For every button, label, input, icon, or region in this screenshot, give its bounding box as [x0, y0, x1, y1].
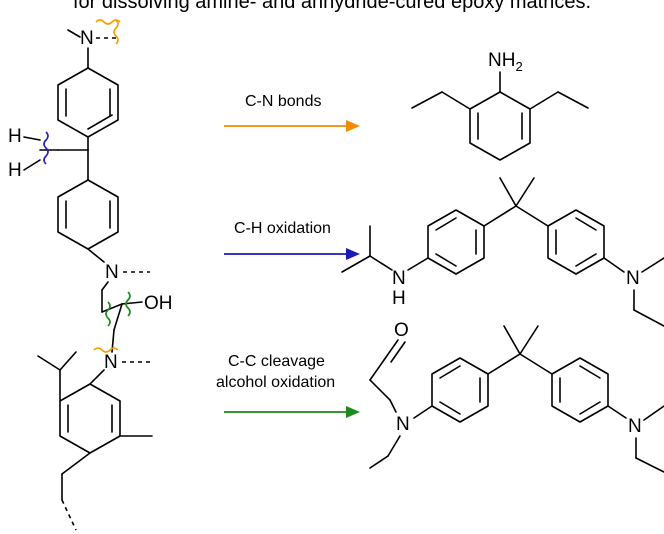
- bond: [37, 355, 61, 371]
- bond: [23, 159, 41, 171]
- bond: [529, 91, 559, 110]
- caption-text: for dissolving amine- and anhydride-cure…: [72, 0, 592, 13]
- atom-h-upper: H: [8, 126, 22, 147]
- reaction-arrow-cn: C-N bonds: [224, 93, 360, 132]
- bond: [633, 309, 664, 327]
- double-bond: [579, 365, 601, 379]
- cc-cleavage-mark: [105, 301, 111, 327]
- atom-n-bottom: N: [104, 352, 118, 373]
- atom-n-mid: N: [105, 262, 119, 283]
- bond: [369, 359, 385, 381]
- bond: [67, 29, 81, 38]
- dashed-bond: [61, 499, 77, 531]
- benzene-ring: [469, 91, 531, 161]
- product-aldehyde-bisphenol: O N N: [369, 320, 664, 473]
- bond: [607, 405, 627, 419]
- cn-cleavage-mark: [113, 19, 119, 45]
- arrow-head: [346, 120, 360, 132]
- arrow-head: [346, 248, 360, 260]
- benzene-ring-1: [57, 67, 119, 138]
- benzene-ring-3: [59, 383, 121, 454]
- atom-n: N: [396, 414, 410, 435]
- bond: [341, 255, 371, 273]
- arrow-head: [346, 406, 360, 418]
- bond: [383, 339, 399, 361]
- bond: [515, 205, 549, 227]
- bond: [113, 303, 123, 331]
- bond: [635, 457, 664, 473]
- atom-h: H: [392, 288, 406, 309]
- bond: [121, 301, 143, 305]
- bond: [519, 325, 539, 355]
- bond: [557, 91, 589, 109]
- bond: [23, 136, 41, 141]
- bond: [61, 452, 91, 475]
- atom-h-lower: H: [8, 160, 22, 181]
- reaction-label: C-H oxidation: [234, 220, 331, 237]
- bond: [387, 435, 401, 457]
- bond: [89, 369, 105, 385]
- bond: [369, 255, 393, 271]
- bond: [499, 177, 517, 207]
- bond: [503, 325, 521, 355]
- bond: [390, 341, 406, 363]
- bond: [59, 351, 77, 371]
- atom-o: O: [394, 320, 409, 341]
- bond: [101, 303, 123, 313]
- reaction-label: C-C cleavage: [228, 353, 325, 370]
- atom-n-top: N: [80, 28, 94, 49]
- bond: [87, 248, 105, 263]
- ring-inner: [87, 114, 113, 130]
- double-bond: [575, 253, 597, 267]
- reaction-arrow-ch: C-H oxidation: [224, 220, 360, 260]
- cc-cleavage-mark: [125, 291, 131, 317]
- double-bond: [575, 217, 597, 231]
- reaction-label: alcohol oxidation: [216, 374, 335, 391]
- benzene-ring-2: [57, 179, 119, 250]
- bond: [603, 257, 625, 273]
- bond: [411, 91, 443, 109]
- double-bond: [579, 401, 601, 415]
- atom-n: N: [392, 268, 406, 289]
- ch-cleavage-mark: [43, 131, 49, 165]
- double-bond: [439, 401, 461, 415]
- atom-n: N: [626, 268, 640, 289]
- bond: [641, 257, 664, 273]
- cn-cleavage-mark: [93, 347, 119, 353]
- double-bond: [435, 217, 457, 231]
- reaction-label: C-N bonds: [245, 93, 321, 110]
- reaction-arrow-cc: C-C cleavage alcohol oxidation: [216, 353, 360, 418]
- atom-n: N: [628, 416, 642, 437]
- polymer-fragment: N H H N OH N: [8, 19, 173, 531]
- bond: [515, 177, 535, 207]
- product-diethylaniline: NH2: [411, 50, 589, 161]
- bond: [389, 399, 397, 413]
- bond: [519, 353, 553, 375]
- bond: [413, 405, 433, 419]
- bond: [369, 455, 389, 469]
- bond: [369, 379, 391, 401]
- bond: [643, 405, 664, 421]
- bond: [407, 257, 429, 271]
- double-bond: [435, 253, 457, 267]
- bond: [101, 281, 109, 291]
- bond: [487, 353, 521, 375]
- bond: [441, 91, 471, 110]
- atom-nh2: NH2: [488, 50, 523, 74]
- double-bond: [439, 365, 461, 379]
- product-isopropylamine-bisphenol: N H N: [341, 177, 664, 327]
- atom-oh: OH: [144, 293, 173, 314]
- bond: [483, 205, 517, 227]
